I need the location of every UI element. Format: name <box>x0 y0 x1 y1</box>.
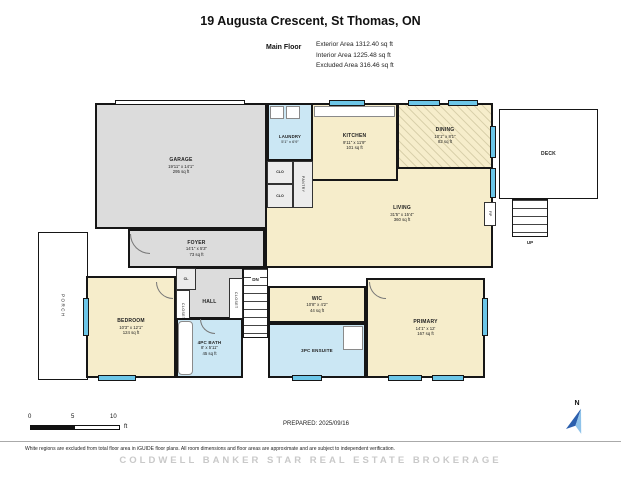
stairs-up <box>512 199 548 237</box>
room-pantry: PANTRY <box>293 161 313 208</box>
closet-right: CLOSET <box>229 278 243 322</box>
scale-bar <box>30 425 120 430</box>
stairs-up-label: UP <box>525 240 535 245</box>
page-title: 19 Augusta Crescent, St Thomas, ON <box>200 14 421 28</box>
room-label: DINING 10'1" x 8'1" 82 sq ft <box>434 127 456 145</box>
disclaimer-text: White regions are excluded from total fl… <box>25 446 395 452</box>
scale-tick-5: 5 <box>71 414 75 420</box>
garage-door <box>115 100 245 105</box>
window <box>408 100 440 106</box>
room-porch: PORCH <box>38 232 88 380</box>
room-label: 3PC ENSUITE <box>301 347 333 353</box>
room-cl: CL <box>176 268 196 290</box>
window <box>432 375 464 381</box>
floor-label: Main Floor <box>266 44 302 51</box>
room-clo-1: CLO <box>267 161 293 184</box>
room-label: PORCH <box>60 294 66 318</box>
room-garage: GARAGE 19'11" x 14'1" 295 sq ft <box>95 103 267 229</box>
fireplace-label: F/P <box>488 211 492 217</box>
scale-tick-0: 0 <box>28 414 32 420</box>
room-label: PANTRY <box>301 176 305 193</box>
compass: N <box>560 400 594 440</box>
excluded-area: Excluded Area 316.46 sq ft <box>316 62 394 69</box>
brokerage-watermark: COLDWELL BANKER STAR REAL ESTATE BROKERA… <box>119 455 502 466</box>
window <box>482 298 488 336</box>
patio-door <box>490 168 496 198</box>
kitchen-counter <box>314 106 395 117</box>
window <box>292 375 322 381</box>
room-clo-2: CLO <box>267 184 293 208</box>
window <box>388 375 422 381</box>
room-label: LIVING 31'5" x 15'4" 360 sq ft <box>390 205 414 223</box>
room-label: PRIMARY 14'1" x 12' 167 sq ft <box>413 319 438 337</box>
scale-unit: ft <box>124 424 128 430</box>
exterior-area: Exterior Area 1312.40 sq ft <box>316 41 393 48</box>
shower <box>343 326 363 350</box>
prepared-date: PREPARED: 2025/09/16 <box>283 421 349 427</box>
room-label: DECK <box>541 150 556 157</box>
window <box>448 100 478 106</box>
room-label: LAUNDRY 5'1" x 6'9" <box>278 133 302 145</box>
scale-tick-10: 10 <box>110 414 117 420</box>
stairs-down-label: DN <box>251 277 260 282</box>
room-label: KITCHEN 9'11" x 11'9" 101 sq ft <box>342 133 367 151</box>
room-label: FOYER 14'1" x 5'3" 73 sq ft <box>185 239 208 257</box>
room-primary: PRIMARY 14'1" x 12' 167 sq ft <box>366 278 485 378</box>
room-label: WIC 10'8" x 4'2" 44 sq ft <box>306 295 328 313</box>
footer-divider <box>0 441 621 442</box>
stairs-down <box>243 268 268 338</box>
window <box>329 100 365 106</box>
dryer-icon <box>286 106 300 119</box>
room-wic: WIC 10'8" x 4'2" 44 sq ft <box>268 286 366 323</box>
room-deck: DECK <box>499 109 598 199</box>
room-label: BEDROOM 10'3" x 12'1" 124 sq ft <box>117 318 145 336</box>
area-summary: Exterior Area 1312.40 sq ft Interior Are… <box>316 40 394 72</box>
room-label: HALL <box>202 298 217 305</box>
room-dining: DINING 10'1" x 8'1" 82 sq ft <box>397 103 493 169</box>
fireplace: F/P <box>484 202 496 226</box>
room-label: GARAGE 19'11" x 14'1" 295 sq ft <box>168 157 194 175</box>
interior-area: Interior Area 1225.48 sq ft <box>316 51 391 59</box>
room-label: CLO <box>276 170 284 175</box>
room-label: CLOSET <box>181 302 185 320</box>
room-label: CL <box>183 276 189 281</box>
bathtub <box>178 321 193 375</box>
window <box>490 126 496 158</box>
room-label: 4PC BATH 8' x 5'11" 45 sq ft <box>197 339 222 356</box>
washer-icon <box>270 106 284 119</box>
room-foyer: FOYER 14'1" x 5'3" 73 sq ft <box>128 229 265 268</box>
window <box>98 375 136 381</box>
window <box>83 298 89 336</box>
north-label: N <box>574 400 580 407</box>
room-label: CLO <box>276 193 284 198</box>
compass-needle-icon <box>565 408 582 434</box>
room-label: CLOSET <box>234 291 238 309</box>
